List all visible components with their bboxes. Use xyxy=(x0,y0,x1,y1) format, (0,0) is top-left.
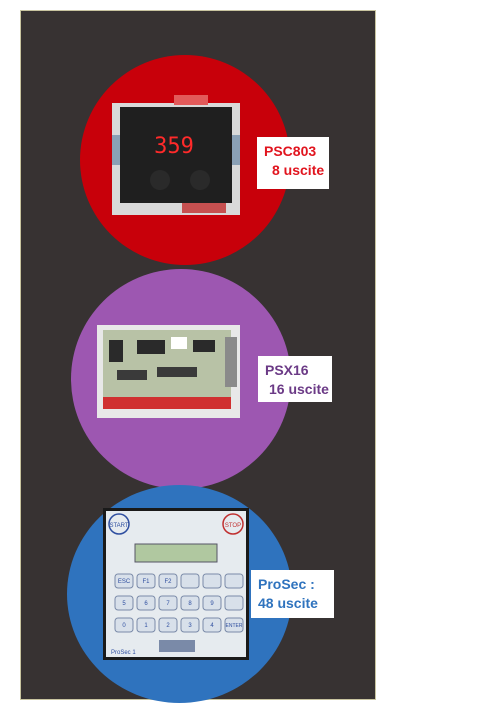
key-0-label: 0 xyxy=(122,623,126,629)
f1-key-label: F1 xyxy=(142,579,150,585)
key-7-label: 7 xyxy=(166,601,170,607)
key-9-label: 9 xyxy=(210,601,214,607)
enter-key-label: ENTER xyxy=(226,623,243,629)
esc-key-label: ESC xyxy=(118,579,131,585)
prosec-label: ProSec : 48 uscite xyxy=(251,570,334,618)
key-2-label: 2 xyxy=(166,623,170,629)
key-5-label: 5 xyxy=(122,601,126,607)
psx16-board-photo xyxy=(97,325,240,418)
psx16-name: PSX16 xyxy=(265,362,309,378)
prosec-outputs: 48 uscite xyxy=(258,595,318,611)
start-key-label: START xyxy=(109,523,128,529)
stop-key-label: STOP xyxy=(225,523,241,529)
psx16-label: PSX16 16 uscite xyxy=(258,356,332,402)
prosec-keypad-photo: START STOP ESC F1 F2 5 6 7 8 9 0 1 2 3 4 xyxy=(103,508,249,660)
led-display: 359 xyxy=(154,134,194,159)
key-6-label: 6 xyxy=(144,601,148,607)
key-8-label: 8 xyxy=(188,601,192,607)
psx16-outputs: 16 uscite xyxy=(269,381,329,397)
psc803-label: PSC803 8 uscite xyxy=(257,137,329,189)
key-1-label: 1 xyxy=(144,623,148,629)
psc803-name: PSC803 xyxy=(264,143,317,159)
prosec-brand: ProSec 1 xyxy=(111,650,136,656)
key-3-label: 3 xyxy=(188,623,192,629)
f2-key-label: F2 xyxy=(164,579,172,585)
key-4-label: 4 xyxy=(210,623,214,629)
prosec-name: ProSec : xyxy=(258,576,315,592)
psc803-device-photo: 359 xyxy=(112,95,240,215)
psc803-outputs: 8 uscite xyxy=(272,162,325,178)
